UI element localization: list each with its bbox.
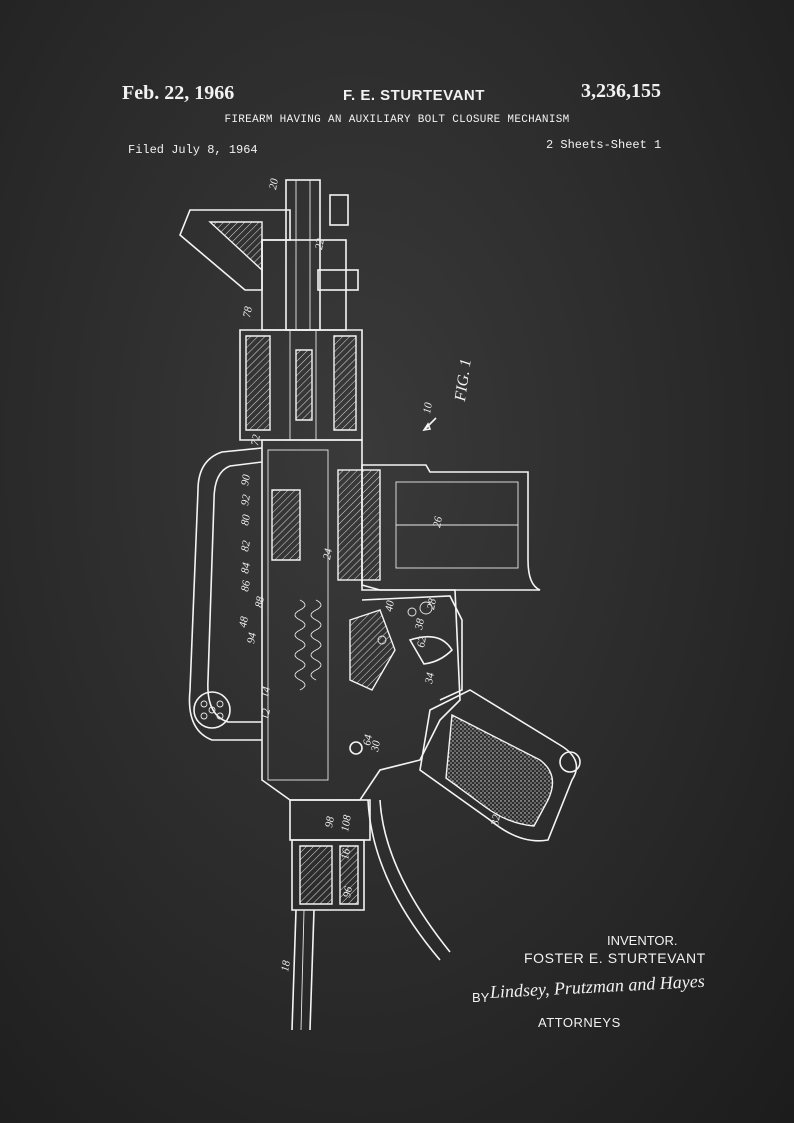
part-number: 26 xyxy=(431,515,445,528)
part-number: 62 xyxy=(415,635,429,648)
carry-handle xyxy=(179,209,291,291)
part-number: 20 xyxy=(267,177,281,190)
part-number: 86 xyxy=(239,579,253,592)
part-number: 18 xyxy=(279,959,293,972)
part-number: 40 xyxy=(383,599,397,612)
part-number: 30 xyxy=(369,739,383,753)
part-number: 98 xyxy=(323,815,337,828)
patent-date: Feb. 22, 1966 xyxy=(122,82,235,104)
lower-barrel xyxy=(289,799,371,1031)
part-number: 96 xyxy=(341,885,355,898)
part-number: 22 xyxy=(313,237,327,250)
part-number: 72 xyxy=(249,433,263,446)
sheet-count: 2 Sheets-Sheet 1 xyxy=(546,138,662,152)
part-number-labels: 20 22 78 72 90 92 80 82 84 86 88 48 94 1… xyxy=(237,177,503,972)
reference-arrow xyxy=(422,417,437,432)
part-number: 16 xyxy=(339,847,353,860)
part-number: 38 xyxy=(413,617,427,631)
part-number: 28 xyxy=(425,597,439,610)
part-number: 90 xyxy=(239,473,253,486)
part-number: 24 xyxy=(321,547,335,560)
trigger-group xyxy=(349,595,463,701)
part-number: 92 xyxy=(239,493,253,506)
magazine xyxy=(337,464,541,591)
part-number: 48 xyxy=(237,615,251,628)
patent-number: 3,236,155 xyxy=(581,80,661,102)
inventor-header: F. E. STURTEVANT xyxy=(343,87,485,104)
part-number: 34 xyxy=(423,671,437,685)
charging-lever xyxy=(367,799,451,961)
part-number: 78 xyxy=(241,305,255,318)
part-number: 94 xyxy=(245,631,259,644)
part-number: 12 xyxy=(259,707,273,720)
inventor-label: INVENTOR. xyxy=(607,933,678,948)
reference-number: 10 xyxy=(421,401,435,414)
barrel-assembly xyxy=(261,179,359,331)
part-number: 108 xyxy=(339,814,354,833)
by-label: BY xyxy=(472,990,490,1005)
filed-date: Filed July 8, 1964 xyxy=(128,143,258,157)
part-number: 80 xyxy=(239,513,253,526)
part-number: 84 xyxy=(239,561,253,574)
part-number: 82 xyxy=(239,539,253,552)
handguard xyxy=(239,329,363,441)
inventor-name: FOSTER E. STURTEVANT xyxy=(524,950,706,966)
patent-title: FIREARM HAVING AN AUXILIARY BOLT CLOSURE… xyxy=(224,114,570,126)
part-number: 64 xyxy=(361,733,375,746)
part-number: 14 xyxy=(259,685,273,698)
pistol-grip xyxy=(419,689,581,842)
buttstock xyxy=(188,447,263,741)
part-number: 32 xyxy=(489,813,503,827)
attorneys-label: ATTORNEYS xyxy=(538,1015,621,1030)
part-number: 88 xyxy=(253,595,267,608)
